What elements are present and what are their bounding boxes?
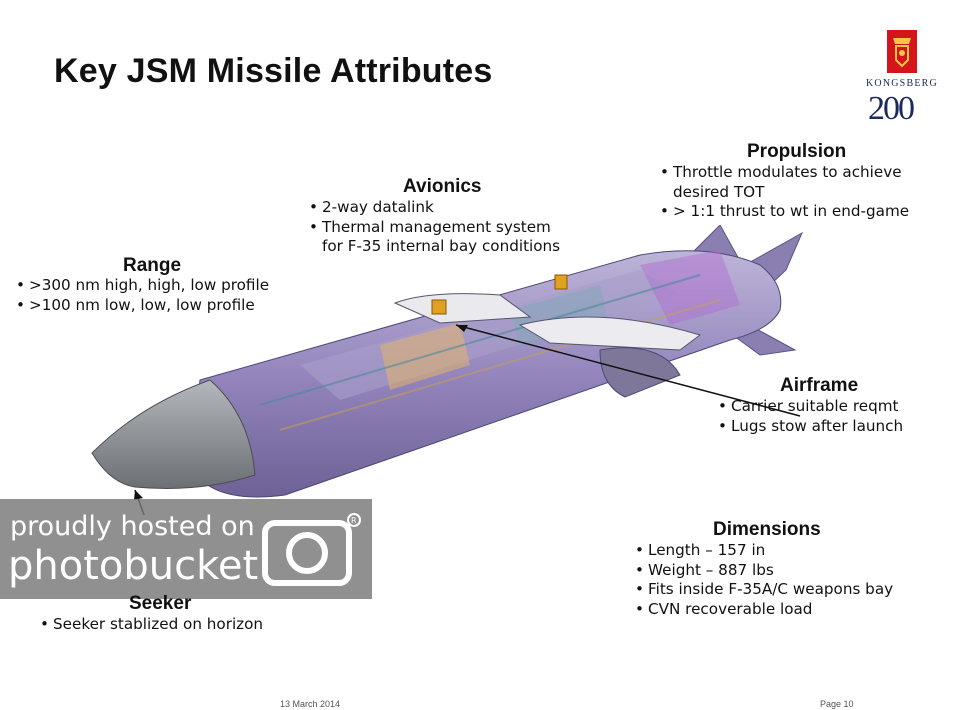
avionics-heading: Avionics bbox=[403, 176, 482, 197]
logo-company-name: KONGSBERG bbox=[866, 78, 938, 89]
airframe-list: Carrier suitable reqmt Lugs stow after l… bbox=[718, 397, 903, 436]
list-item: >100 nm low, low, low profile bbox=[16, 296, 269, 316]
lug-rear bbox=[554, 274, 568, 290]
list-item: Seeker stablized on horizon bbox=[40, 615, 263, 635]
propulsion-heading: Propulsion bbox=[747, 141, 847, 162]
list-item: CVN recoverable load bbox=[635, 600, 893, 620]
list-item: Fits inside F-35A/C weapons bay bbox=[635, 580, 893, 600]
footer-page-number: Page 10 bbox=[820, 699, 854, 709]
missile-illustration bbox=[91, 225, 804, 515]
list-item: Carrier suitable reqmt bbox=[718, 397, 903, 417]
seeker-heading: Seeker bbox=[129, 593, 192, 614]
list-item: Lugs stow after launch bbox=[718, 417, 903, 437]
dimensions-list: Length – 157 in Weight – 887 lbs Fits in… bbox=[635, 541, 893, 619]
camera-icon: R bbox=[262, 513, 361, 586]
airframe-heading: Airframe bbox=[780, 375, 859, 396]
footer-date: 13 March 2014 bbox=[280, 699, 341, 709]
seeker-list: Seeker stablized on horizon bbox=[40, 615, 263, 635]
page-title: Key JSM Missile Attributes bbox=[54, 52, 493, 90]
range-list: >300 nm high, high, low profile >100 nm … bbox=[16, 276, 269, 315]
dimensions-heading: Dimensions bbox=[713, 519, 821, 540]
watermark-line1: proudly hosted on bbox=[10, 511, 255, 542]
missile-nose bbox=[91, 379, 256, 489]
wing-left bbox=[393, 293, 532, 324]
list-item: > 1:1 thrust to wt in end-game bbox=[660, 202, 909, 222]
air-intake bbox=[599, 347, 681, 398]
wing-right bbox=[518, 316, 702, 351]
photobucket-watermark: proudly hosted on photobucket R bbox=[0, 499, 372, 599]
avionics-list: 2-way datalink Thermal management system… bbox=[309, 198, 560, 257]
lug-front bbox=[431, 299, 447, 315]
watermark-line2: photobucket bbox=[8, 543, 259, 589]
missile-body bbox=[189, 250, 782, 498]
svg-text:R: R bbox=[351, 516, 357, 525]
list-item: 2-way datalink bbox=[309, 198, 560, 218]
kongsberg-crest-icon bbox=[887, 30, 917, 73]
logo-anniversary: 200 bbox=[868, 90, 915, 127]
list-item: Length – 157 in bbox=[635, 541, 893, 561]
range-heading: Range bbox=[123, 255, 182, 276]
list-item: Weight – 887 lbs bbox=[635, 561, 893, 581]
list-item: >300 nm high, high, low profile bbox=[16, 276, 269, 296]
